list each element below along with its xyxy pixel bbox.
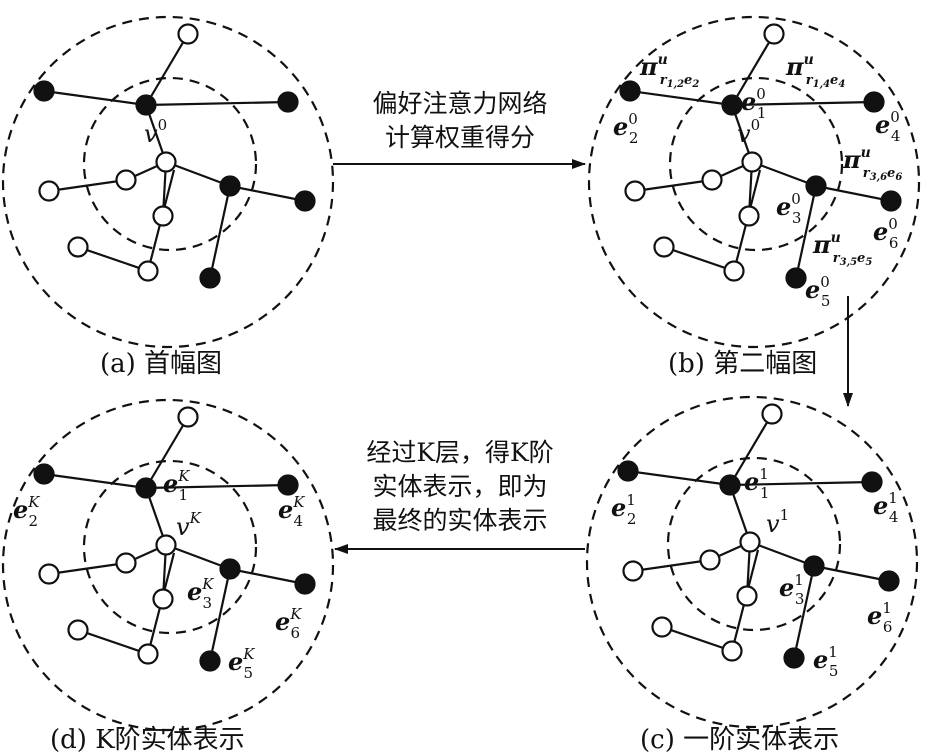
arrow-bottom-label-line1: 经过K层，得K阶 <box>366 438 553 467</box>
arrow-bottom-label-line2: 实体表示，即为 <box>372 472 547 501</box>
panel-a-center-label: v0 <box>144 116 167 148</box>
panel-d-center-label: vK <box>176 509 202 541</box>
panel-b-caption: (b) 第二幅图 <box>668 349 817 379</box>
arrow-top-label-line1: 偏好注意力网络 <box>372 89 547 118</box>
graph-d <box>1 398 335 732</box>
panel-a-caption: (a) 首幅图 <box>100 349 222 379</box>
panel-b-center-label: v0 <box>737 116 760 148</box>
arrow-top-label-line2: 计算权重得分 <box>385 123 535 152</box>
graph-c <box>585 395 919 729</box>
panel-a: v0 (a) 首幅图 <box>1 15 335 379</box>
arrows: 偏好注意力网络 计算权重得分 经过K层，得K阶 实体表示，即为 最终的实体表示 <box>333 89 853 554</box>
graph-a <box>1 15 335 349</box>
panel-c-caption: (c) 一阶实体表示 <box>640 725 839 755</box>
arrow-bottom-label-line3: 最终的实体表示 <box>372 506 547 535</box>
panel-d-caption: (d) K阶实体表示 <box>50 725 245 755</box>
panel-c-center-label: v1 <box>766 506 789 538</box>
